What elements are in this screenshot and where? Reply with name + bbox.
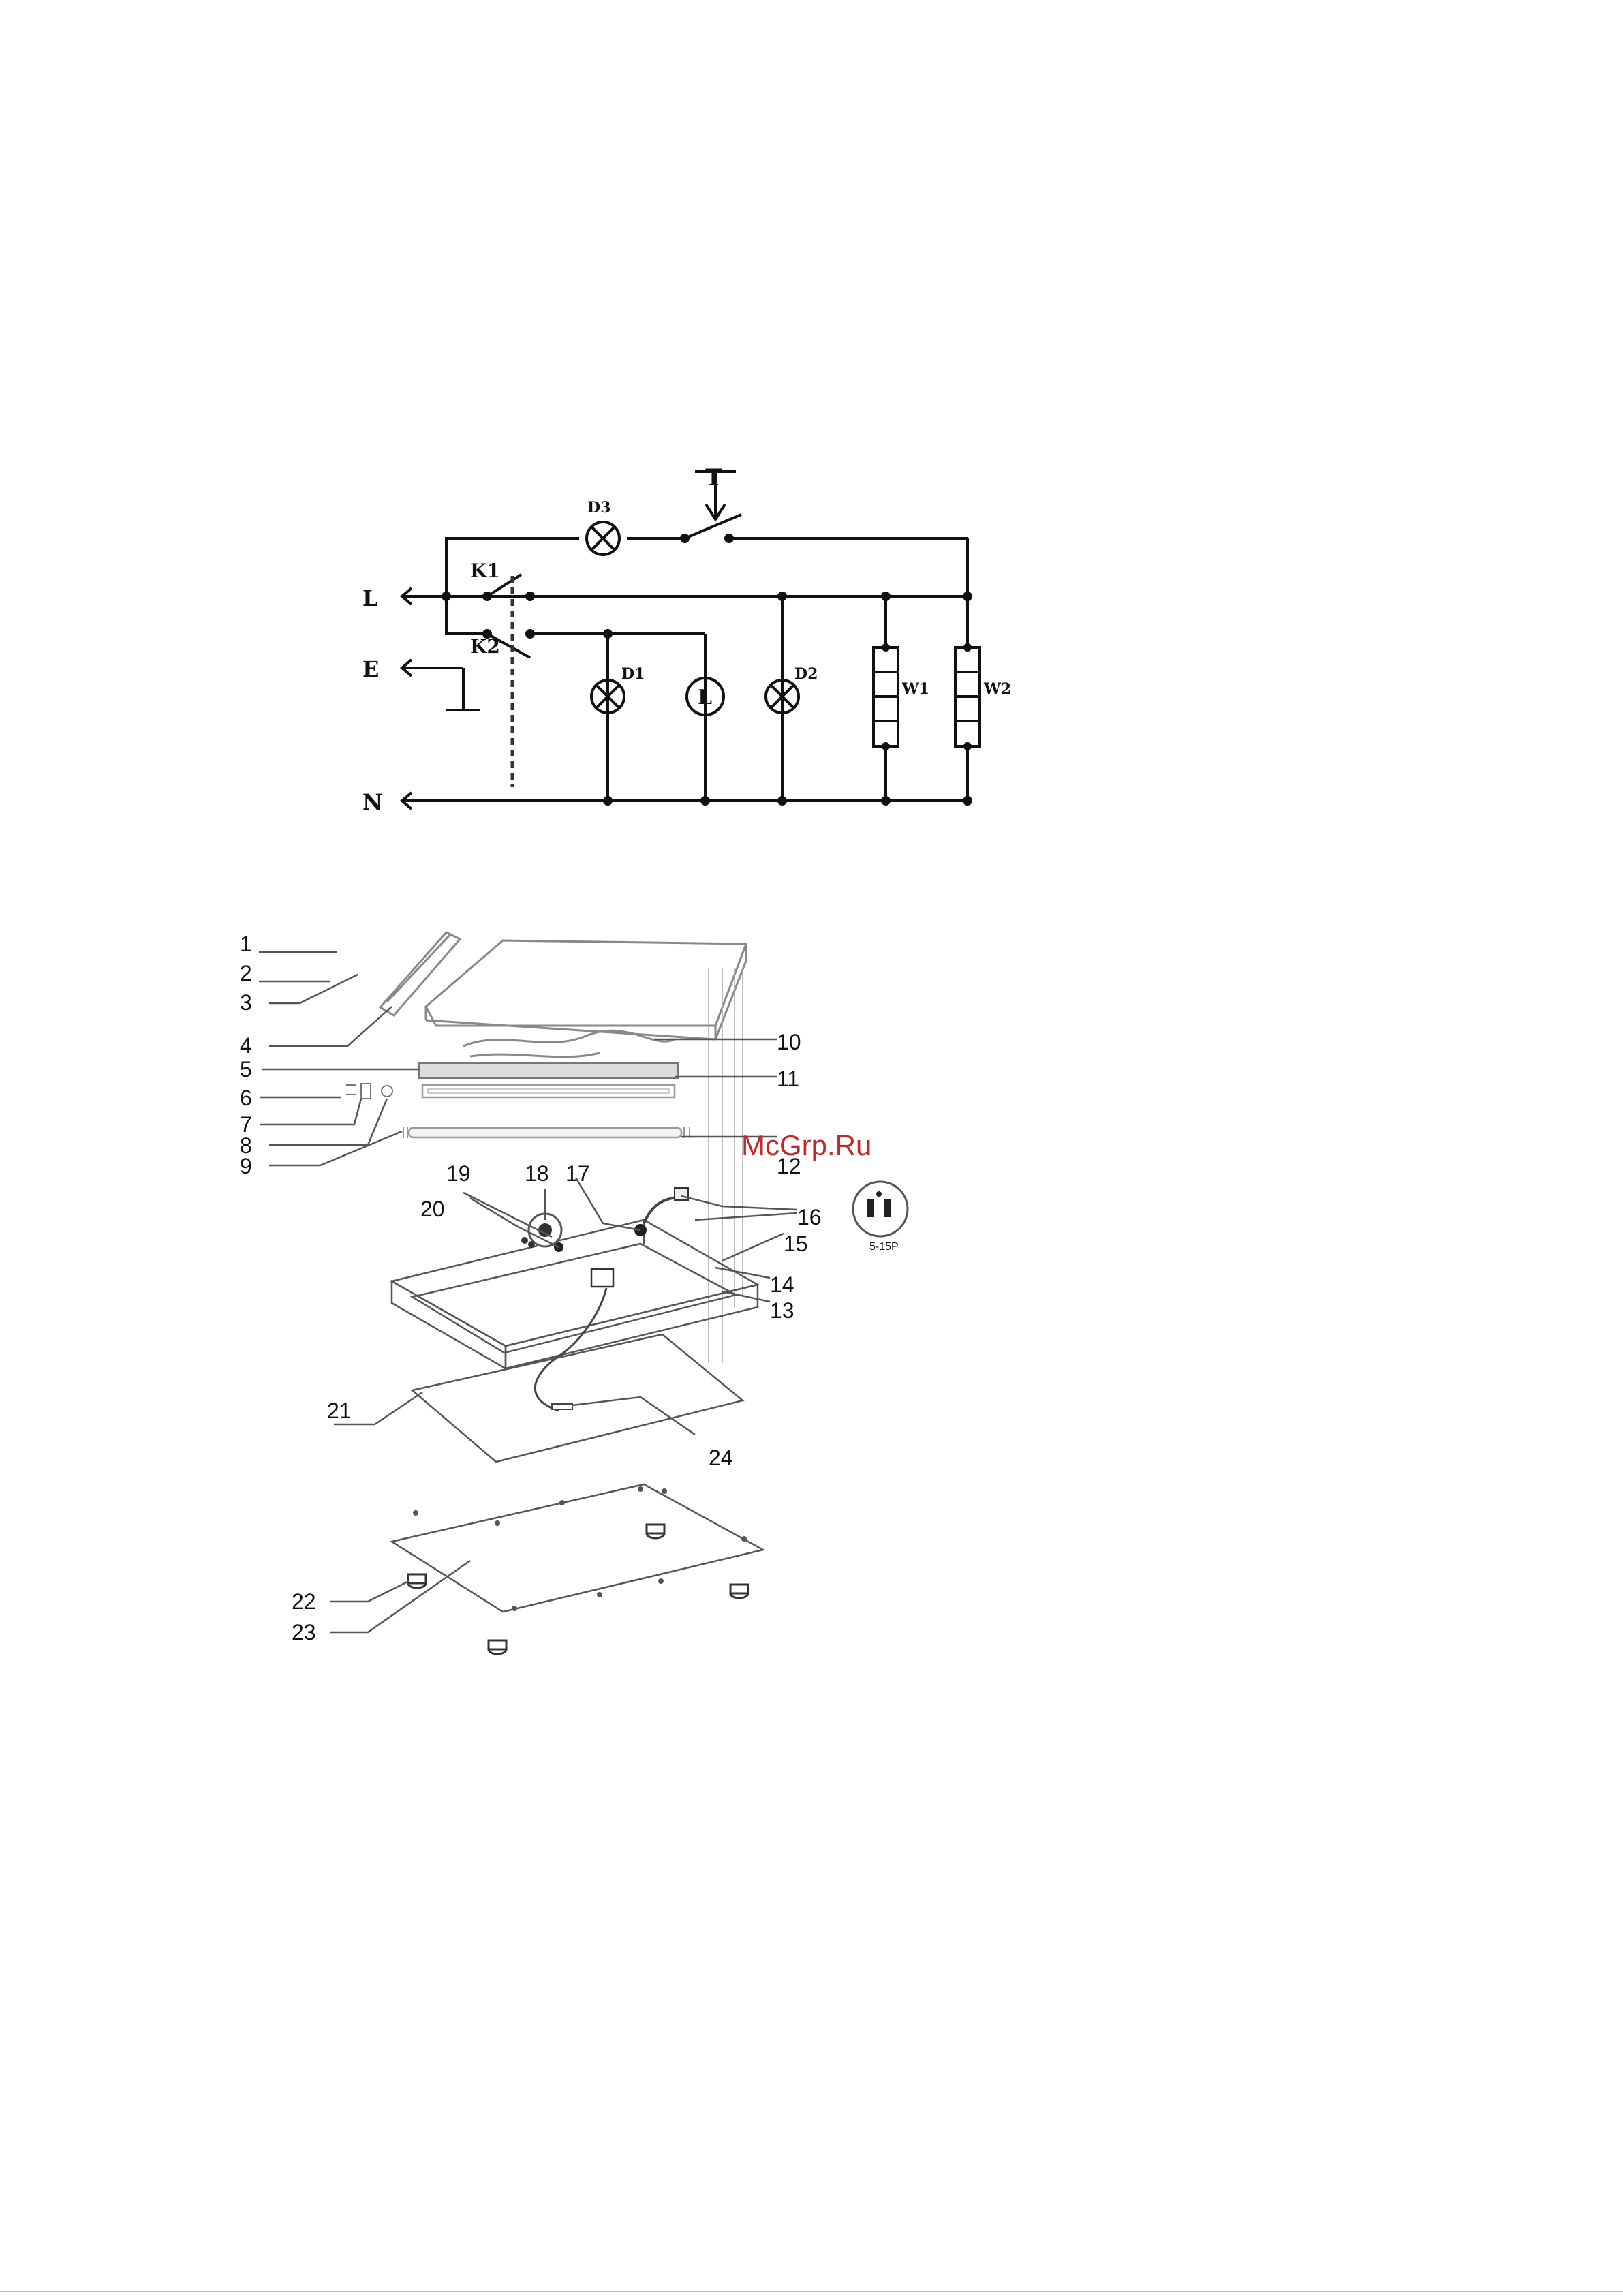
thermostat-label: T (705, 464, 722, 491)
line-neutral-label: N (362, 789, 382, 815)
part-label-17: 17 (566, 1161, 590, 1186)
part-label-4: 4 (240, 1033, 252, 1058)
part-label-21: 21 (327, 1398, 352, 1423)
part-label-9: 9 (240, 1154, 252, 1178)
heater-w1-label: W1 (901, 680, 929, 698)
lamp-d1-label: D1 (621, 665, 645, 683)
switch-k1-label: K1 (470, 560, 500, 582)
part-label-18: 18 (525, 1161, 549, 1186)
part-label-19: 19 (446, 1161, 471, 1186)
light-label: L (698, 686, 712, 709)
part-label-6: 6 (240, 1086, 252, 1110)
part-label-11: 11 (777, 1067, 799, 1091)
heater-w2-label: W2 (983, 680, 1011, 698)
part-label-20: 20 (420, 1197, 445, 1221)
part-label-15: 15 (784, 1231, 808, 1256)
line-earth-label: E (362, 656, 379, 682)
wiring-diagram: L E N K1 K2 T D3 D1 D2 L W1 W2 (362, 464, 1011, 815)
part-label-2: 2 (240, 961, 252, 985)
part-label-10: 10 (777, 1030, 801, 1054)
part-label-3: 3 (240, 990, 252, 1015)
part-label-13: 13 (770, 1298, 794, 1323)
lamp-d3-label: D3 (587, 499, 610, 517)
part-label-22: 22 (292, 1589, 316, 1614)
part-label-1: 1 (240, 932, 252, 956)
line-live-label: L (362, 585, 378, 611)
watermark: McGrp.Ru (741, 1129, 871, 1161)
part-label-14: 14 (770, 1272, 794, 1297)
lamp-d2-label: D2 (794, 665, 818, 683)
exploded-parts-diagram: 5-15P (240, 932, 908, 1654)
switch-k2-label: K2 (470, 635, 500, 658)
part-label-5: 5 (240, 1057, 252, 1082)
part-label-24: 24 (709, 1445, 733, 1470)
part-label-16: 16 (797, 1205, 822, 1229)
part-label-23: 23 (292, 1620, 316, 1644)
plug-standard-label: 5-15P (869, 1241, 899, 1253)
